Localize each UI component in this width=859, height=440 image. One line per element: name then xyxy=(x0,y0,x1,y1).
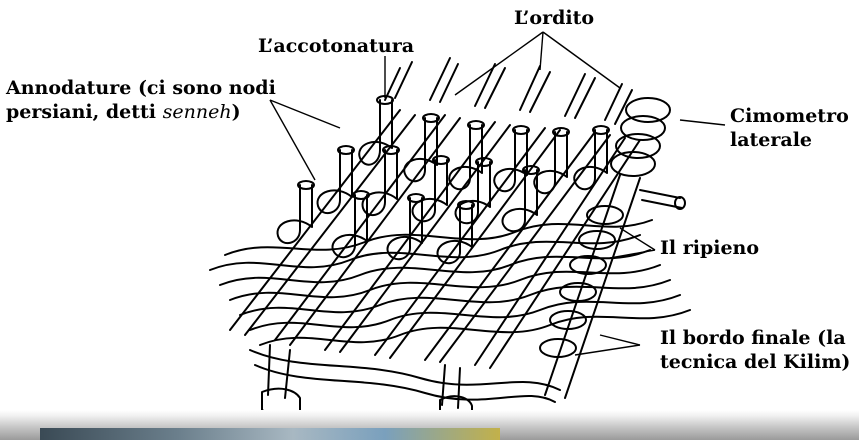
label-bordo-line2: tecnica del Kilim) xyxy=(660,351,850,373)
label-ripieno: Il ripieno xyxy=(660,236,759,260)
label-bordo-finale: Il bordo finale (la tecnica del Kilim) xyxy=(660,326,850,374)
label-ordito: L’ordito xyxy=(514,6,594,30)
label-annodature-line2-prefix: persiani, detti xyxy=(6,101,163,123)
label-bordo-line1: Il bordo finale (la xyxy=(660,327,846,349)
label-cimometro: Cimometro laterale xyxy=(730,104,849,152)
label-annodature-italic: senneh xyxy=(163,101,232,123)
label-annodature-line1: Annodature (ci sono nodi xyxy=(6,77,276,99)
label-accotonatura: L’accotonatura xyxy=(258,34,414,58)
label-cimometro-line1: Cimometro xyxy=(730,105,849,127)
label-annodature: Annodature (ci sono nodi persiani, detti… xyxy=(6,76,276,124)
bottom-color-bar xyxy=(40,428,500,440)
label-cimometro-line2: laterale xyxy=(730,129,812,151)
label-annodature-line2-suffix: ) xyxy=(232,101,241,123)
